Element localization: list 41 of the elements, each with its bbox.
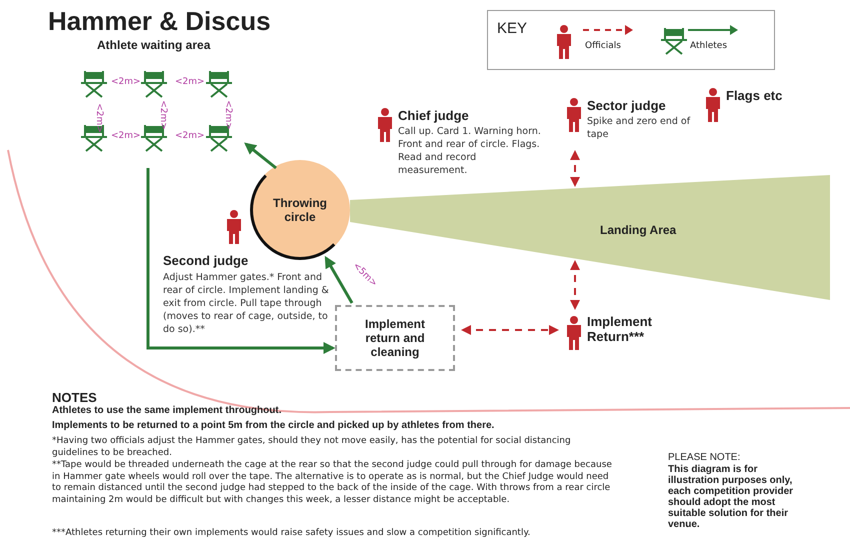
circle-label: Throwing circle: [272, 196, 328, 224]
box-label: Implement return and cleaning: [364, 317, 426, 359]
landing-label: Landing Area: [600, 223, 676, 237]
legend-label: Officials: [585, 41, 621, 51]
dimension-label: <2m>: [175, 77, 205, 87]
note-text: This diagram is for illustration purposes only, each competition provider should adopt the most suitable solution for their venue.: [668, 464, 794, 530]
notes-heading: NOTES: [52, 390, 97, 405]
dimension-label: <2m>: [175, 131, 205, 141]
dashed-arrow: [461, 325, 559, 335]
dimension-label: <2m>: [94, 103, 104, 133]
dashed-box: [335, 305, 455, 371]
dimension-label: <2m>: [222, 100, 233, 130]
note-text: Athletes to use the same implement throughout.: [52, 405, 282, 416]
official-duties: Call up. Card 1. Warning horn. Front and rear of circle. Flags. Read and record measurement.: [398, 125, 542, 177]
official-duties: Adjust Hammer gates.* Front and rear of circle. Implement landing & exit from circle. Pull tape through (moves to rear of cage, outside, to do so).**: [163, 271, 330, 336]
dashed-arrow: [570, 150, 580, 187]
legend-label: Athletes: [690, 41, 728, 51]
note-text: **Tape would be threaded underneath the cage at the rear so that the second judge could pull through for damage because in Hammer gate wheels would roll over the tape. The alternative is to operate as is normal, but the Chief Judge would need to remain distanced until the second judge had stepped to the back of the inside of the cage. With throws from a rear circle maintaining 2m would be difficult but with changes this week, a lesser distance might be acceptable.: [52, 460, 612, 506]
diagram-title: Hammer & Discus: [48, 6, 271, 37]
dimension-label: <2m>: [158, 100, 168, 130]
dashed-arrow: [570, 260, 580, 310]
chair-icon: [140, 70, 168, 98]
note-text: *Having two officials adjust the Hammer gates, should they not move easily, has the potential for social distancing guidelines to be breached.: [52, 436, 572, 459]
arrow: [146, 168, 336, 354]
arrow: [244, 142, 277, 170]
note-text: ***Athletes returning their own implements would raise safety issues and slow a competition significantly.: [52, 528, 532, 540]
official-title: Sector judge: [587, 98, 667, 113]
arrow: [324, 256, 354, 304]
official-title: Implement Return***: [587, 314, 654, 344]
official-duties: Spike and zero end of tape: [587, 115, 692, 141]
dimension-label: <2m>: [111, 131, 141, 141]
area-heading: Athlete waiting area: [97, 38, 210, 52]
official-title: Second judge: [163, 253, 250, 268]
note-heading: PLEASE NOTE:: [668, 452, 742, 463]
official-title: Flags etc: [726, 88, 784, 103]
dimension-label: <2m>: [111, 77, 141, 87]
chair-icon: [80, 70, 108, 98]
key-heading: KEY: [497, 20, 528, 37]
note-text: Implements to be returned to a point 5m from the circle and picked up by athletes from there.: [52, 420, 496, 431]
chair-icon: [205, 70, 233, 98]
official-title: Chief judge: [398, 108, 470, 123]
